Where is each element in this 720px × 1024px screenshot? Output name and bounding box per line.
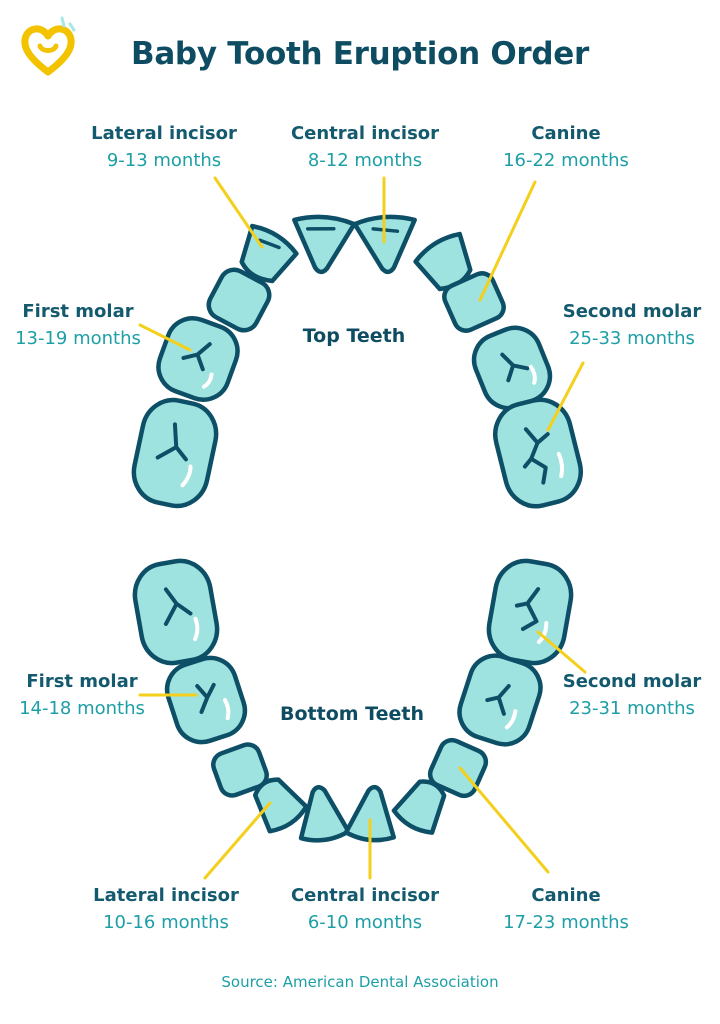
leader-top-lateral-incisor <box>213 176 264 249</box>
heart-logo-icon <box>21 16 76 76</box>
tooth-name: Second molar <box>562 301 702 322</box>
top-right-canine <box>442 271 506 333</box>
eruption-range: 6-10 months <box>307 912 423 933</box>
top-teeth-label: Top Teeth <box>302 325 406 347</box>
label-bottom-lateral-incisor: Lateral incisor 10-16 months <box>84 882 248 936</box>
bottom-arch <box>132 558 574 843</box>
top-leader-lines <box>138 176 585 432</box>
eruption-range: 13-19 months <box>15 328 141 349</box>
bottom-leader-lines <box>138 630 587 880</box>
tooth-name: Canine <box>531 123 601 144</box>
tooth-name: First molar <box>26 671 138 692</box>
bottom-teeth-label: Bottom Teeth <box>280 703 424 725</box>
label-top-lateral-incisor: Lateral incisor 9-13 months <box>84 120 244 174</box>
leader-top-canine <box>478 180 537 302</box>
bottom-left-second-molar <box>132 558 220 666</box>
top-right-second-molar <box>493 397 583 509</box>
eruption-range: 16-22 months <box>503 150 629 171</box>
eruption-range: 9-13 months <box>106 150 222 171</box>
label-top-canine: Canine 16-22 months <box>486 120 646 174</box>
bottom-left-canine <box>211 742 269 798</box>
bottom-right-lateral-incisor <box>391 779 447 835</box>
leader-bottom-canine <box>458 766 550 874</box>
top-left-canine <box>206 267 272 333</box>
bottom-left-lateral-incisor <box>252 777 309 834</box>
label-top-second-molar: Second molar 25-33 months <box>552 298 712 352</box>
eruption-range: 10-16 months <box>103 912 229 933</box>
label-bottom-first-molar: First molar 14-18 months <box>4 668 160 722</box>
leader-top-second-molar <box>546 361 585 432</box>
leader-top-first-molar <box>138 323 192 352</box>
bottom-right-central-incisor <box>343 784 397 843</box>
top-left-central-incisor <box>292 214 357 275</box>
tooth-name: Lateral incisor <box>93 885 239 906</box>
bottom-left-first-molar <box>164 655 248 745</box>
tooth-name: Second molar <box>562 671 702 692</box>
source-credit: Source: American Dental Association <box>221 973 499 991</box>
eruption-range: 23-31 months <box>569 698 695 719</box>
bottom-left-central-incisor <box>298 785 351 843</box>
label-top-central-incisor: Central incisor 8-12 months <box>283 120 447 174</box>
bottom-right-second-molar <box>486 558 574 666</box>
tooth-name: Central incisor <box>290 123 440 144</box>
label-bottom-canine: Canine 17-23 months <box>486 882 646 936</box>
eruption-range: 25-33 months <box>569 328 695 349</box>
leader-bottom-lateral-incisor <box>203 801 272 880</box>
leader-bottom-second-molar <box>536 630 587 674</box>
eruption-range: 14-18 months <box>19 698 145 719</box>
tooth-name: Central incisor <box>290 885 440 906</box>
tooth-name: Canine <box>531 885 601 906</box>
top-arch <box>131 214 583 509</box>
eruption-range: 8-12 months <box>307 150 423 171</box>
top-right-central-incisor <box>352 214 417 275</box>
tooth-name: Lateral incisor <box>91 123 237 144</box>
page-title: Baby Tooth Eruption Order <box>130 36 589 72</box>
top-left-first-molar <box>156 316 240 402</box>
bottom-right-first-molar <box>457 653 543 747</box>
top-left-second-molar <box>131 397 219 509</box>
label-bottom-central-incisor: Central incisor 6-10 months <box>283 882 447 936</box>
label-bottom-second-molar: Second molar 23-31 months <box>552 668 712 722</box>
eruption-range: 17-23 months <box>503 912 629 933</box>
label-top-first-molar: First molar 13-19 months <box>2 298 154 352</box>
tooth-name: First molar <box>22 301 134 322</box>
